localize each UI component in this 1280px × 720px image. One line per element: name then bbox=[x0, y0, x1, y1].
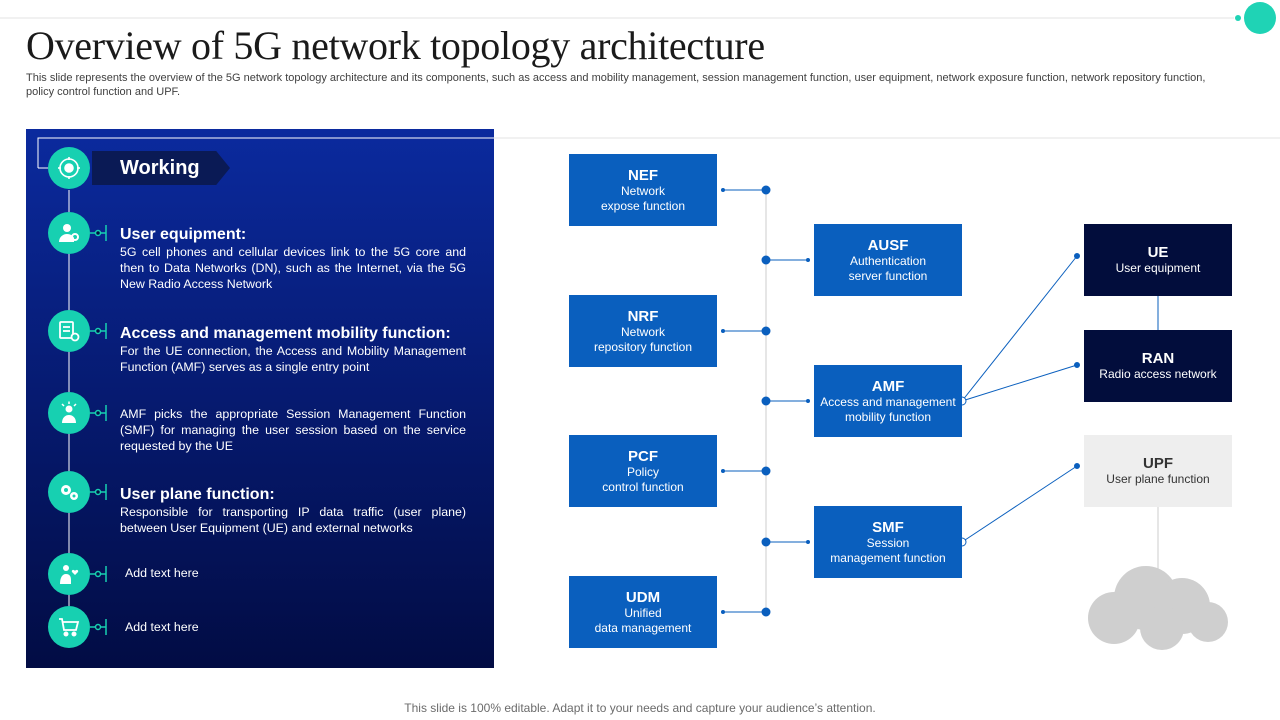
node-title: UPF bbox=[1143, 455, 1173, 472]
node-subtitle: server function bbox=[848, 268, 928, 283]
page-subtitle: This slide represents the overview of th… bbox=[26, 72, 1206, 98]
node-ran: RAN Radio access network bbox=[1084, 330, 1232, 402]
page-title: Overview of 5G network topology architec… bbox=[26, 23, 765, 68]
node-subtitle: control function bbox=[602, 479, 684, 494]
node-ue: UE User equipment bbox=[1084, 224, 1232, 296]
node-subtitle: Authentication bbox=[849, 253, 927, 268]
item-body-upf: Responsible for transporting IP data tra… bbox=[120, 505, 466, 535]
node-subtitle: User equipment bbox=[1115, 261, 1201, 275]
device-gear-icon bbox=[48, 310, 90, 352]
node-nef: NEF Network expose function bbox=[569, 154, 717, 226]
working-timeline bbox=[37, 137, 494, 635]
node-ausf: AUSF Authentication server function bbox=[814, 224, 962, 296]
node-title: UDM bbox=[625, 588, 661, 606]
node-title: SMF bbox=[872, 518, 904, 536]
node-smf: SMF Session management function bbox=[814, 506, 962, 578]
node-subtitle: management function bbox=[830, 550, 946, 565]
node-title: NEF bbox=[628, 166, 658, 184]
node-subtitle: repository function bbox=[593, 339, 693, 354]
person-heart-icon bbox=[48, 553, 90, 595]
gears-icon bbox=[48, 471, 90, 513]
accent-dot bbox=[1244, 2, 1276, 34]
working-tag bbox=[92, 151, 230, 185]
node-subtitle: Network bbox=[620, 324, 665, 339]
item-body-smf-selection: AMF picks the appropriate Session Manage… bbox=[120, 407, 466, 453]
node-subtitle: data management bbox=[594, 620, 692, 635]
idea-person-icon bbox=[48, 392, 90, 434]
user-settings-icon bbox=[48, 212, 90, 254]
node-subtitle: Policy bbox=[626, 464, 659, 479]
node-subtitle: Radio access network bbox=[1099, 367, 1217, 381]
node-title: RAN bbox=[1141, 350, 1175, 367]
node-udm: UDM Unified data management bbox=[569, 576, 717, 648]
node-title: PCF bbox=[628, 447, 658, 465]
node-title: NRF bbox=[627, 307, 659, 325]
working-panel bbox=[26, 129, 494, 668]
node-subtitle: expose function bbox=[600, 198, 686, 213]
node-subtitle: User plane function bbox=[1106, 472, 1210, 486]
item-heading-amf: Access and management mobility function: bbox=[120, 325, 451, 342]
node-subtitle: Session bbox=[866, 535, 910, 550]
node-subtitle: Access and management bbox=[820, 394, 956, 409]
node-title: AMF bbox=[871, 377, 905, 395]
item-heading-upf: User plane function: bbox=[120, 486, 275, 503]
node-nrf: NRF Network repository function bbox=[569, 295, 717, 367]
item-body-amf: For the UE connection, the Access and Mo… bbox=[120, 344, 466, 374]
node-upf: UPF User plane function bbox=[1084, 435, 1232, 507]
cloud-icon bbox=[1088, 566, 1228, 650]
item-heading-user-equipment: User equipment: bbox=[120, 226, 247, 243]
cart-icon bbox=[48, 606, 90, 648]
item-body-user-equipment: 5G cell phones and cellular devices link… bbox=[120, 245, 466, 291]
node-title: UE bbox=[1147, 244, 1169, 261]
footer-note: This slide is 100% editable. Adapt it to… bbox=[404, 701, 876, 715]
item-placeholder-2: Add text here bbox=[125, 620, 199, 634]
item-placeholder-1: Add text here bbox=[125, 566, 199, 580]
node-pcf: PCF Policy control function bbox=[569, 435, 717, 507]
network-hub-icon bbox=[48, 147, 90, 189]
node-amf: AMF Access and management mobility funct… bbox=[814, 365, 962, 437]
node-title: AUSF bbox=[867, 236, 909, 254]
node-subtitle: Network bbox=[620, 183, 665, 198]
working-title: Working bbox=[120, 157, 200, 179]
node-subtitle: mobility function bbox=[844, 409, 932, 424]
node-subtitle: Unified bbox=[624, 605, 662, 620]
